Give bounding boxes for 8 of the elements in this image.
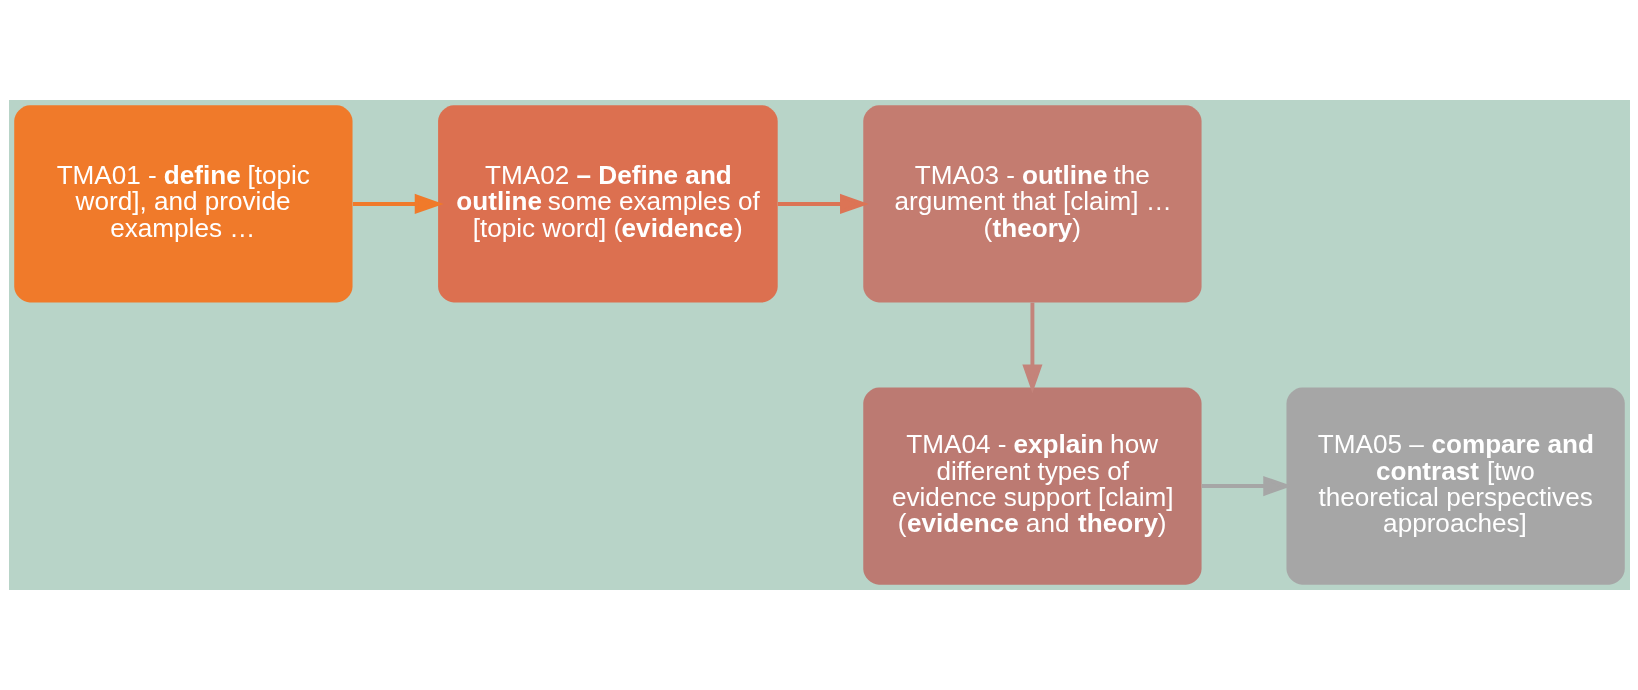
node-box: TMA02 – Define and outline some examples of [topic word] (evidence) <box>437 105 778 303</box>
arrow <box>352 193 444 214</box>
node-box: TMA04 - explain how different types of evidence support [claim] (evidence and theory) <box>862 387 1202 585</box>
node-box: TMA05 – compare and contrast [two theoretical perspectives approaches] <box>1285 387 1625 585</box>
arrow <box>1021 302 1042 394</box>
arrow <box>777 193 869 214</box>
node-box: TMA01 - define [topic word], and provide examples … <box>13 105 353 303</box>
node-box: TMA03 - outline the argument that [claim] … (theory) <box>862 105 1202 303</box>
